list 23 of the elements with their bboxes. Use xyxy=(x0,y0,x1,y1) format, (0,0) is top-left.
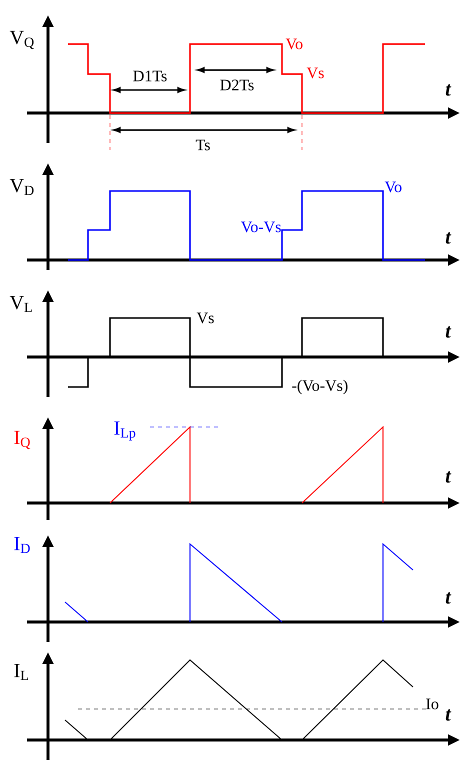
value-label: Vs xyxy=(306,68,324,78)
time-label: t xyxy=(446,592,452,604)
time-label: t xyxy=(446,471,452,483)
value-label: Vo-Vs xyxy=(240,222,281,232)
axis-label: I$_{D}$ xyxy=(14,537,30,553)
axis-label: V$_{D}$ xyxy=(10,179,34,195)
value-label: Vs xyxy=(196,312,214,324)
value-label: I$_{Lp}$ xyxy=(114,422,136,440)
time-label: t xyxy=(446,709,452,721)
axis-label: V$_{Q}$ xyxy=(10,30,34,50)
time-label: t xyxy=(446,232,452,244)
axis-label: I$_{L}$ xyxy=(14,664,28,680)
value-label: Vo xyxy=(384,182,402,192)
axis-label: V$_{L}$ xyxy=(10,296,32,312)
time-label: t xyxy=(446,84,452,96)
axis-label: I$_{Q}$ xyxy=(14,430,30,450)
value-label: Vo xyxy=(286,38,302,50)
dimension-label: D2Ts xyxy=(220,80,254,90)
dimension-label: D1Ts xyxy=(133,70,167,82)
dimension-label: Ts xyxy=(196,140,210,150)
value-label: Io xyxy=(426,698,438,710)
time-label: t xyxy=(446,326,452,338)
value-label: -(Vo-Vs) xyxy=(292,380,348,394)
